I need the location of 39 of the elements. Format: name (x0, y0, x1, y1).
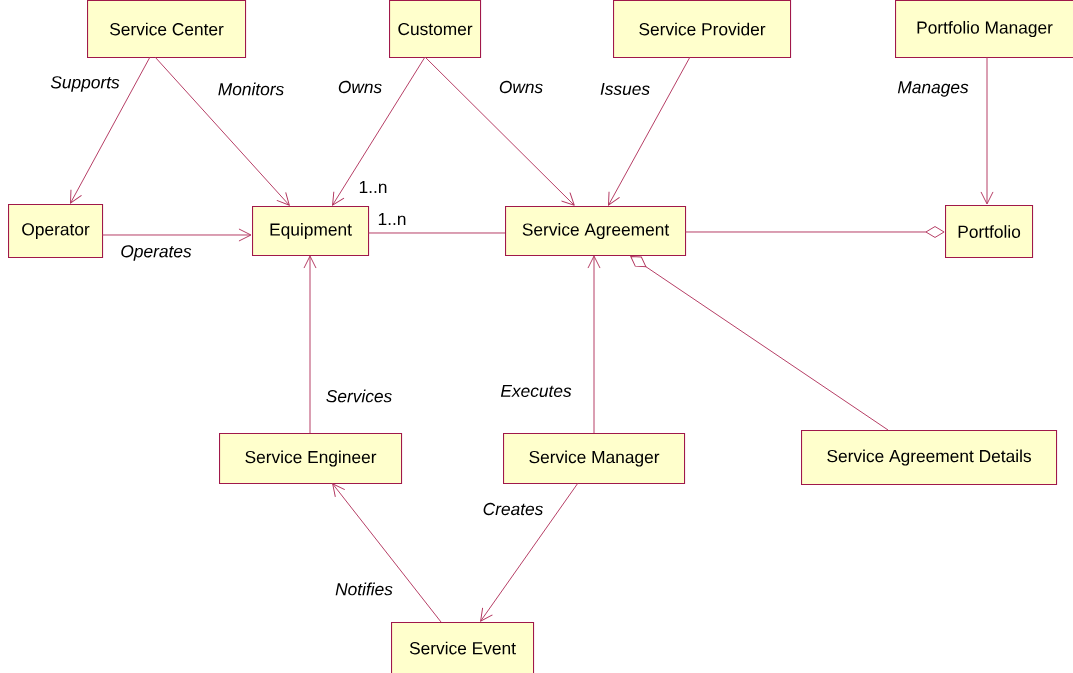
class-box: Service Event (391, 622, 535, 673)
association-line (101, 228, 252, 242)
edge-label: Supports (49, 74, 122, 94)
edge-label: Creates (481, 501, 545, 517)
association-line (332, 56, 426, 206)
edge-label: Manages (896, 79, 970, 99)
edge-label: Operates (119, 243, 193, 263)
association-line (332, 483, 442, 623)
class-box: Service Agreement (505, 206, 687, 257)
class-box: Portfolio (945, 205, 1034, 259)
edge-label: Executes (499, 383, 573, 399)
multiplicity-label: 1..n (359, 181, 387, 193)
class-box: Service Provider (613, 0, 792, 59)
association-line (154, 56, 290, 206)
class-box: Operator (8, 204, 104, 259)
class-box: Portfolio Manager (895, 0, 1073, 59)
edge-label: Owns (336, 79, 384, 95)
class-box: Service Agreement Details (801, 430, 1058, 486)
edge-label: Services (324, 388, 394, 404)
edge-label: Issues (598, 81, 652, 97)
association-line (424, 56, 575, 206)
class-box: Equipment (252, 206, 370, 257)
class-box: Service Engineer (219, 433, 403, 485)
class-box: Service Manager (503, 433, 686, 485)
association-line (480, 482, 579, 622)
association-line (608, 56, 691, 206)
edge-label: Notifies (333, 581, 395, 597)
association-line (303, 255, 317, 434)
edge-label: Monitors (216, 81, 286, 97)
association-line (587, 255, 601, 434)
class-box: Service Center (87, 0, 247, 59)
multiplicity-label: 1..n (378, 213, 406, 225)
association-line (70, 56, 151, 204)
association-line (367, 232, 506, 234)
association-line (980, 56, 994, 205)
class-box: Customer (389, 0, 482, 59)
association-line (630, 256, 889, 431)
association-line (684, 226, 945, 238)
edge-label: Owns (497, 79, 545, 95)
